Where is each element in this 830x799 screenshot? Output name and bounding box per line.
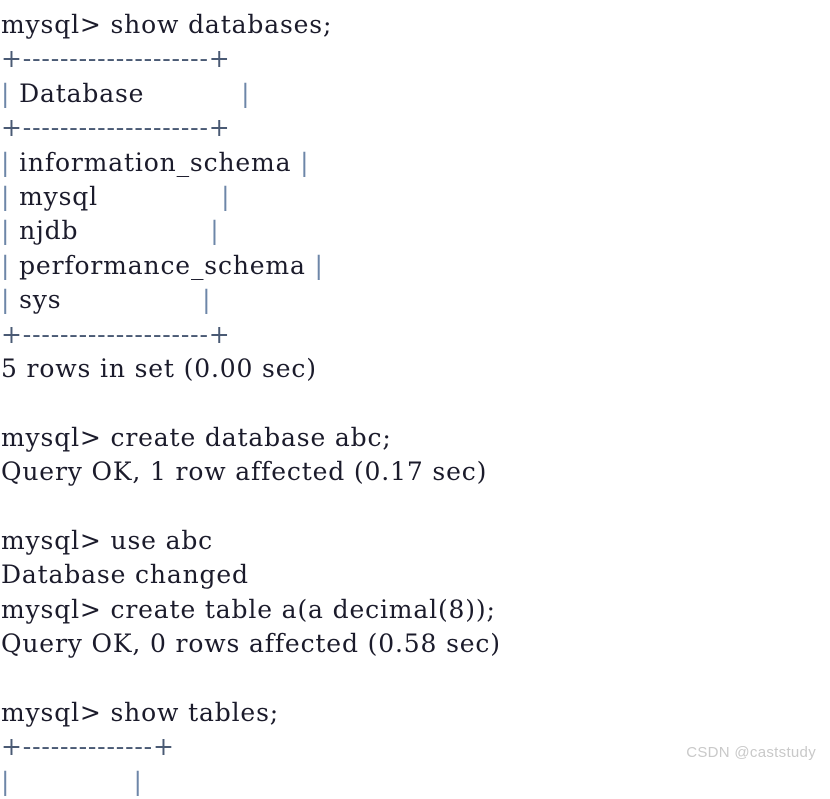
terminal-line-command: mysql> show tables; xyxy=(1,697,280,727)
table-row: | performance_schema | xyxy=(0,249,830,283)
table-header-cell-database: Database xyxy=(10,78,242,108)
table-cell-database-name: njdb xyxy=(10,216,211,246)
terminal-line-command: mysql> use abc xyxy=(1,525,214,555)
table-pipe-left: | xyxy=(1,285,11,315)
table-row: | mysql | xyxy=(0,180,830,214)
table-rule-header: +--------------------+ xyxy=(1,113,231,143)
table-pipe-right: | xyxy=(221,181,231,211)
table-rule-top: +--------------+ xyxy=(1,732,175,762)
result-status-queryok: Query OK, 1 row affected (0.17 sec) xyxy=(1,457,488,487)
table-pipe-right: | xyxy=(133,766,143,796)
blank-line xyxy=(0,489,830,523)
table-header-row: | Database | xyxy=(0,77,830,111)
table-pipe-left: | xyxy=(1,78,11,108)
table-pipe-left: | xyxy=(1,216,11,246)
table-row: | sys | xyxy=(0,283,830,317)
table-pipe-right: | xyxy=(210,216,220,246)
table-cell-database-name: performance_schema xyxy=(10,250,315,280)
table-pipe-left: | xyxy=(1,766,11,796)
table-cell-database-name: sys xyxy=(10,285,203,315)
result-status-rowcount: 5 rows in set (0.00 sec) xyxy=(1,353,317,383)
table-rule-top: +--------------------+ xyxy=(1,44,231,74)
table-cell-database-name: mysql xyxy=(10,181,222,211)
blank-line xyxy=(0,661,830,695)
table-row-partial: | | xyxy=(0,765,830,799)
blank-line xyxy=(0,386,830,420)
result-status-queryok: Query OK, 0 rows affected (0.58 sec) xyxy=(1,629,501,659)
result-status-dbchanged: Database changed xyxy=(1,560,249,590)
table-cell-database-name: information_schema xyxy=(10,147,301,177)
table-pipe-left: | xyxy=(1,250,11,280)
table-rule-bottom: +--------------------+ xyxy=(1,319,231,349)
terminal-line-command: mysql> create database abc; xyxy=(1,422,392,452)
table-row: | information_schema | xyxy=(0,146,830,180)
table-cell-empty xyxy=(10,767,133,796)
table-pipe-left: | xyxy=(1,181,11,211)
table-pipe-right: | xyxy=(300,147,310,177)
table-pipe-left: | xyxy=(1,147,11,177)
terminal-line-command: mysql> show databases; xyxy=(1,10,333,39)
table-pipe-right: | xyxy=(314,250,324,280)
csdn-watermark: CSDN @caststudy xyxy=(686,744,816,761)
terminal-line-command: mysql> create table a(a decimal(8)); xyxy=(1,594,496,624)
table-pipe-right: | xyxy=(202,285,212,315)
terminal-output[interactable]: mysql> show databases; +----------------… xyxy=(0,8,830,799)
table-pipe-right: | xyxy=(241,78,251,108)
table-row: | njdb | xyxy=(0,214,830,248)
